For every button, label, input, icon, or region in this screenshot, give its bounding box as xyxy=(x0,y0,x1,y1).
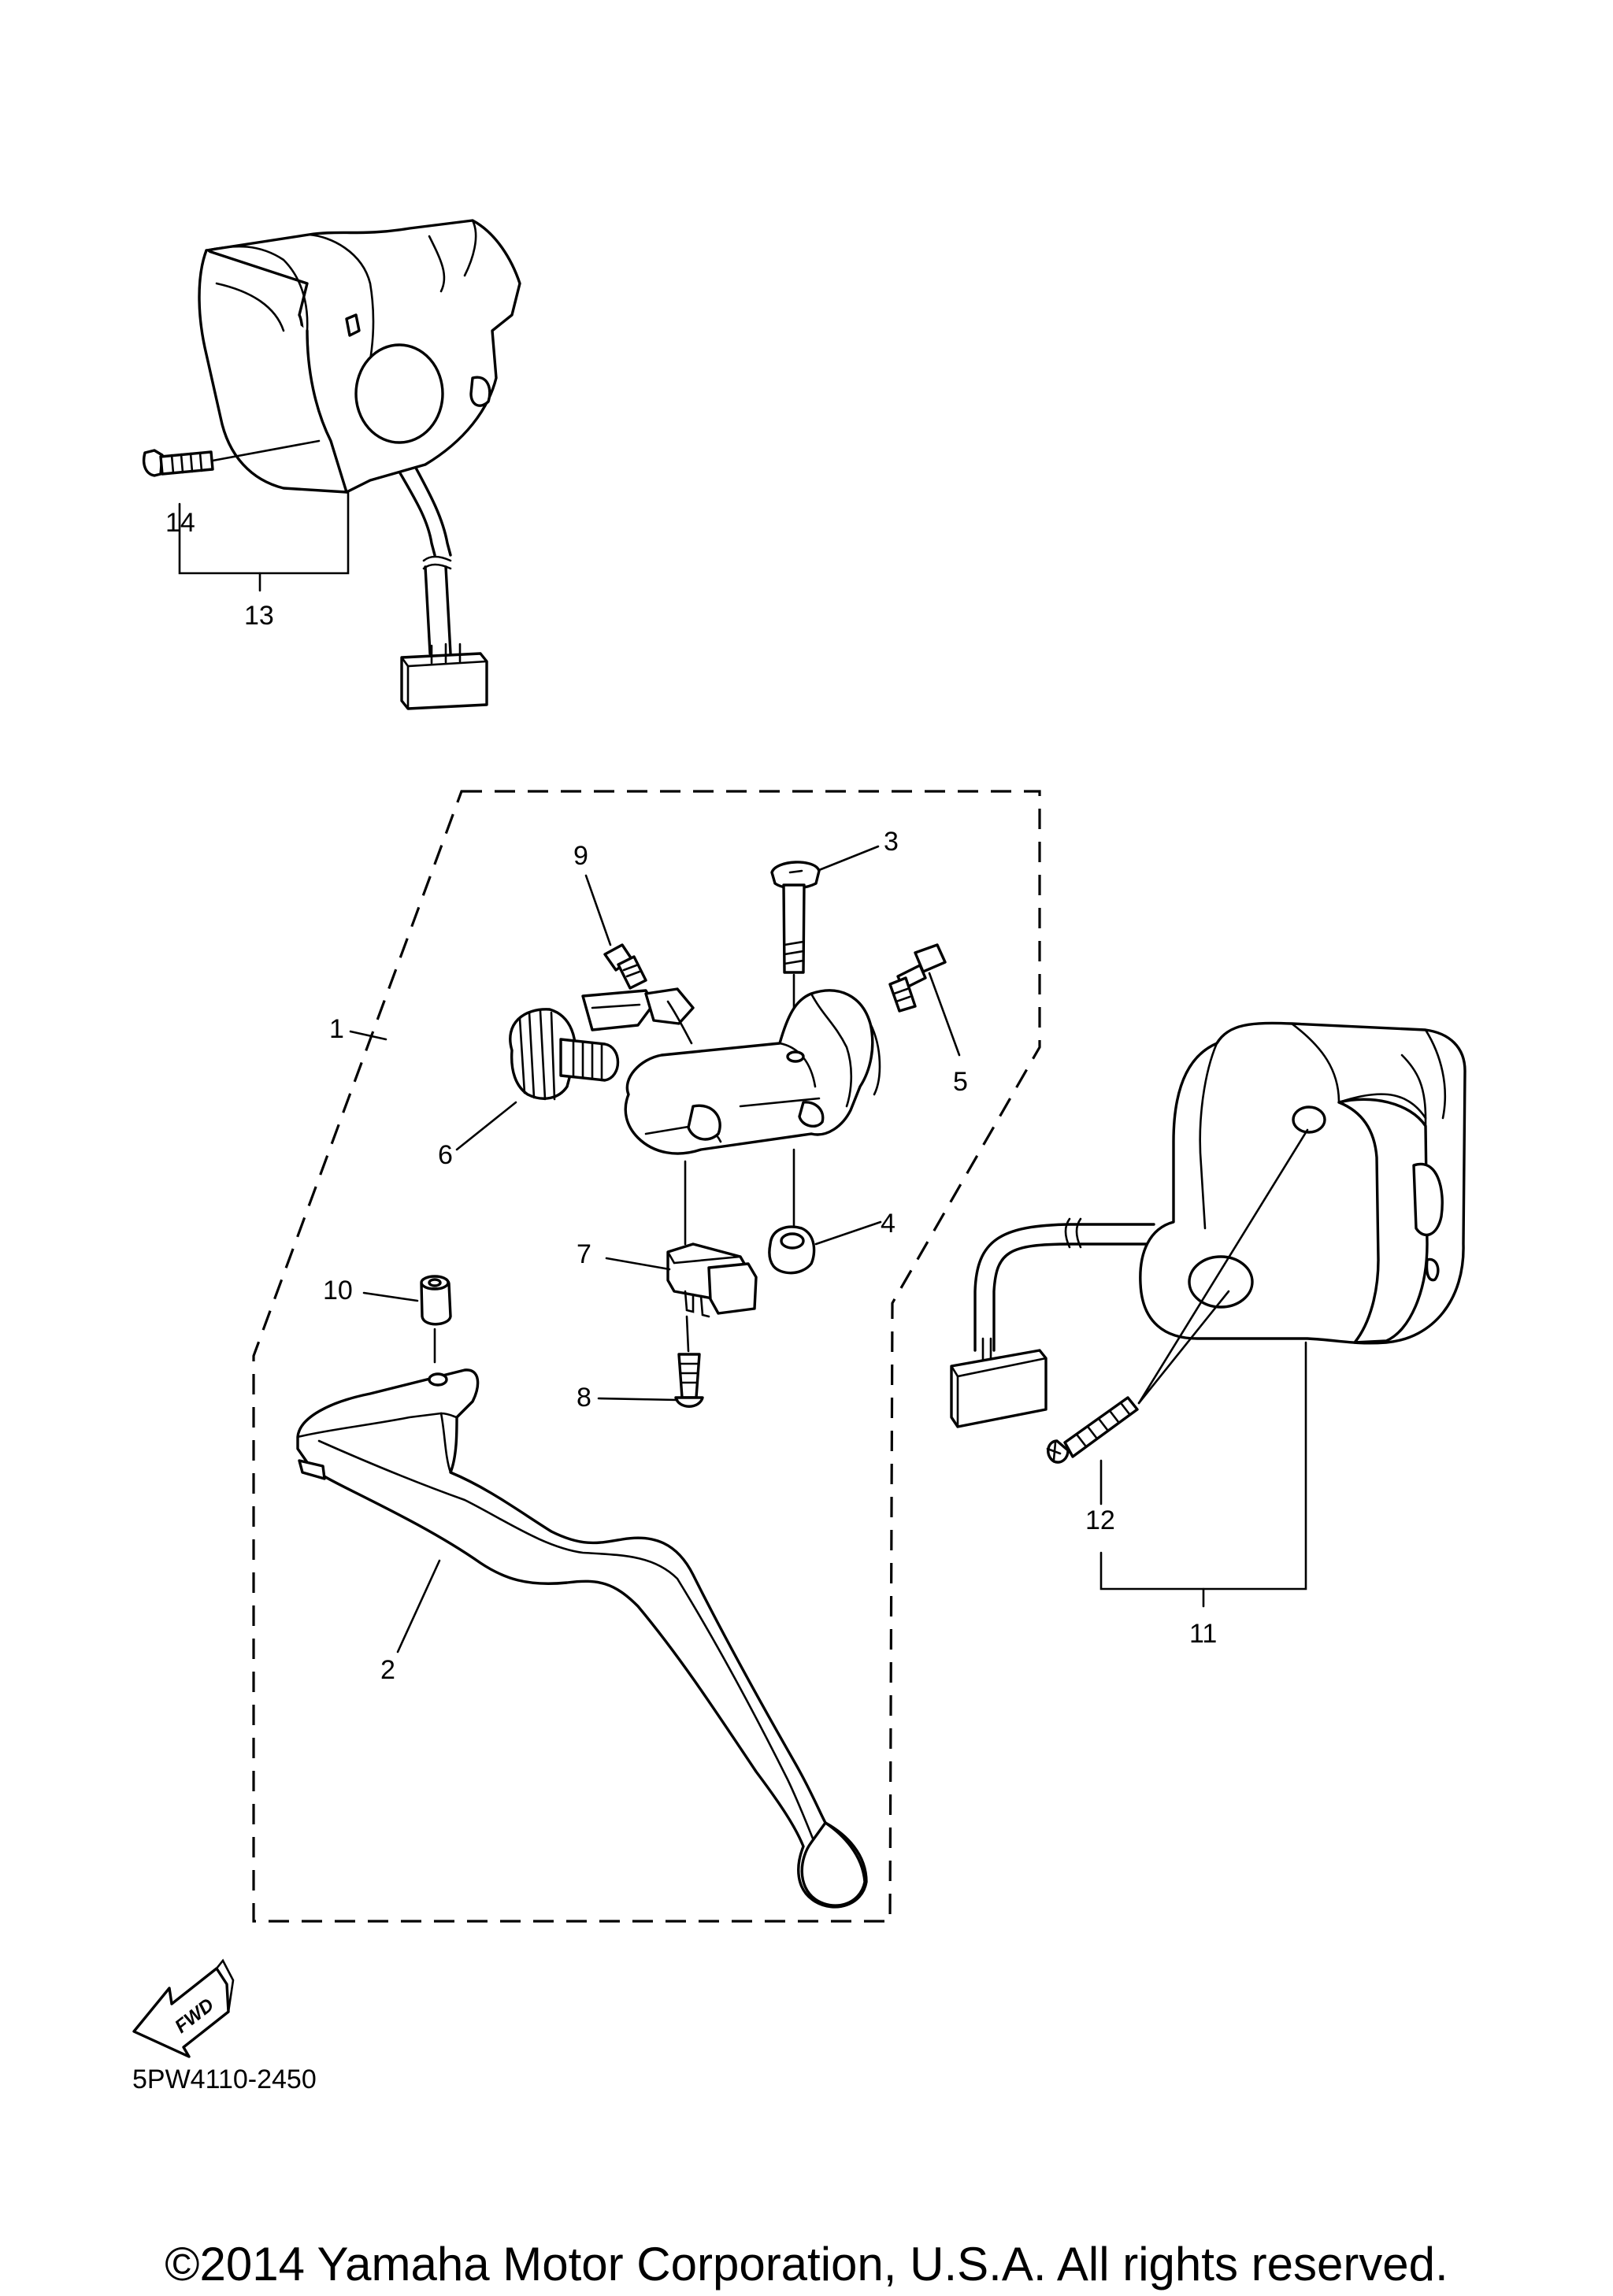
assembly-boundary xyxy=(252,790,1041,1923)
callout-14: 14 xyxy=(165,508,195,538)
callout-3: 3 xyxy=(884,827,899,857)
callout-5: 5 xyxy=(953,1067,968,1097)
right-handlebar-switch: 12 11 xyxy=(950,1021,1467,1649)
left-handlebar-switch: 14 13 xyxy=(142,219,521,710)
fwd-arrow-icon: FWD xyxy=(132,1958,235,2058)
callout-9: 9 xyxy=(573,841,588,871)
callout-12: 12 xyxy=(1085,1505,1115,1535)
callout-11: 11 xyxy=(1189,1619,1217,1649)
callout-1: 1 xyxy=(329,1014,344,1044)
callout-13: 13 xyxy=(244,601,274,631)
lever-holder-group: 3 9 5 6 xyxy=(323,827,968,1413)
callout-2: 2 xyxy=(380,1655,395,1685)
clutch-lever: 2 xyxy=(296,1368,868,1909)
callout-8: 8 xyxy=(577,1383,591,1413)
callout-7: 7 xyxy=(577,1239,591,1269)
copyright-notice: ©2014 Yamaha Motor Corporation, U.S.A. A… xyxy=(165,2238,1448,2290)
callout-10: 10 xyxy=(323,1276,353,1305)
diagram-code: 5PW4110-2450 xyxy=(132,2065,317,2094)
callout-4: 4 xyxy=(881,1209,895,1239)
callout-6: 6 xyxy=(438,1140,453,1170)
